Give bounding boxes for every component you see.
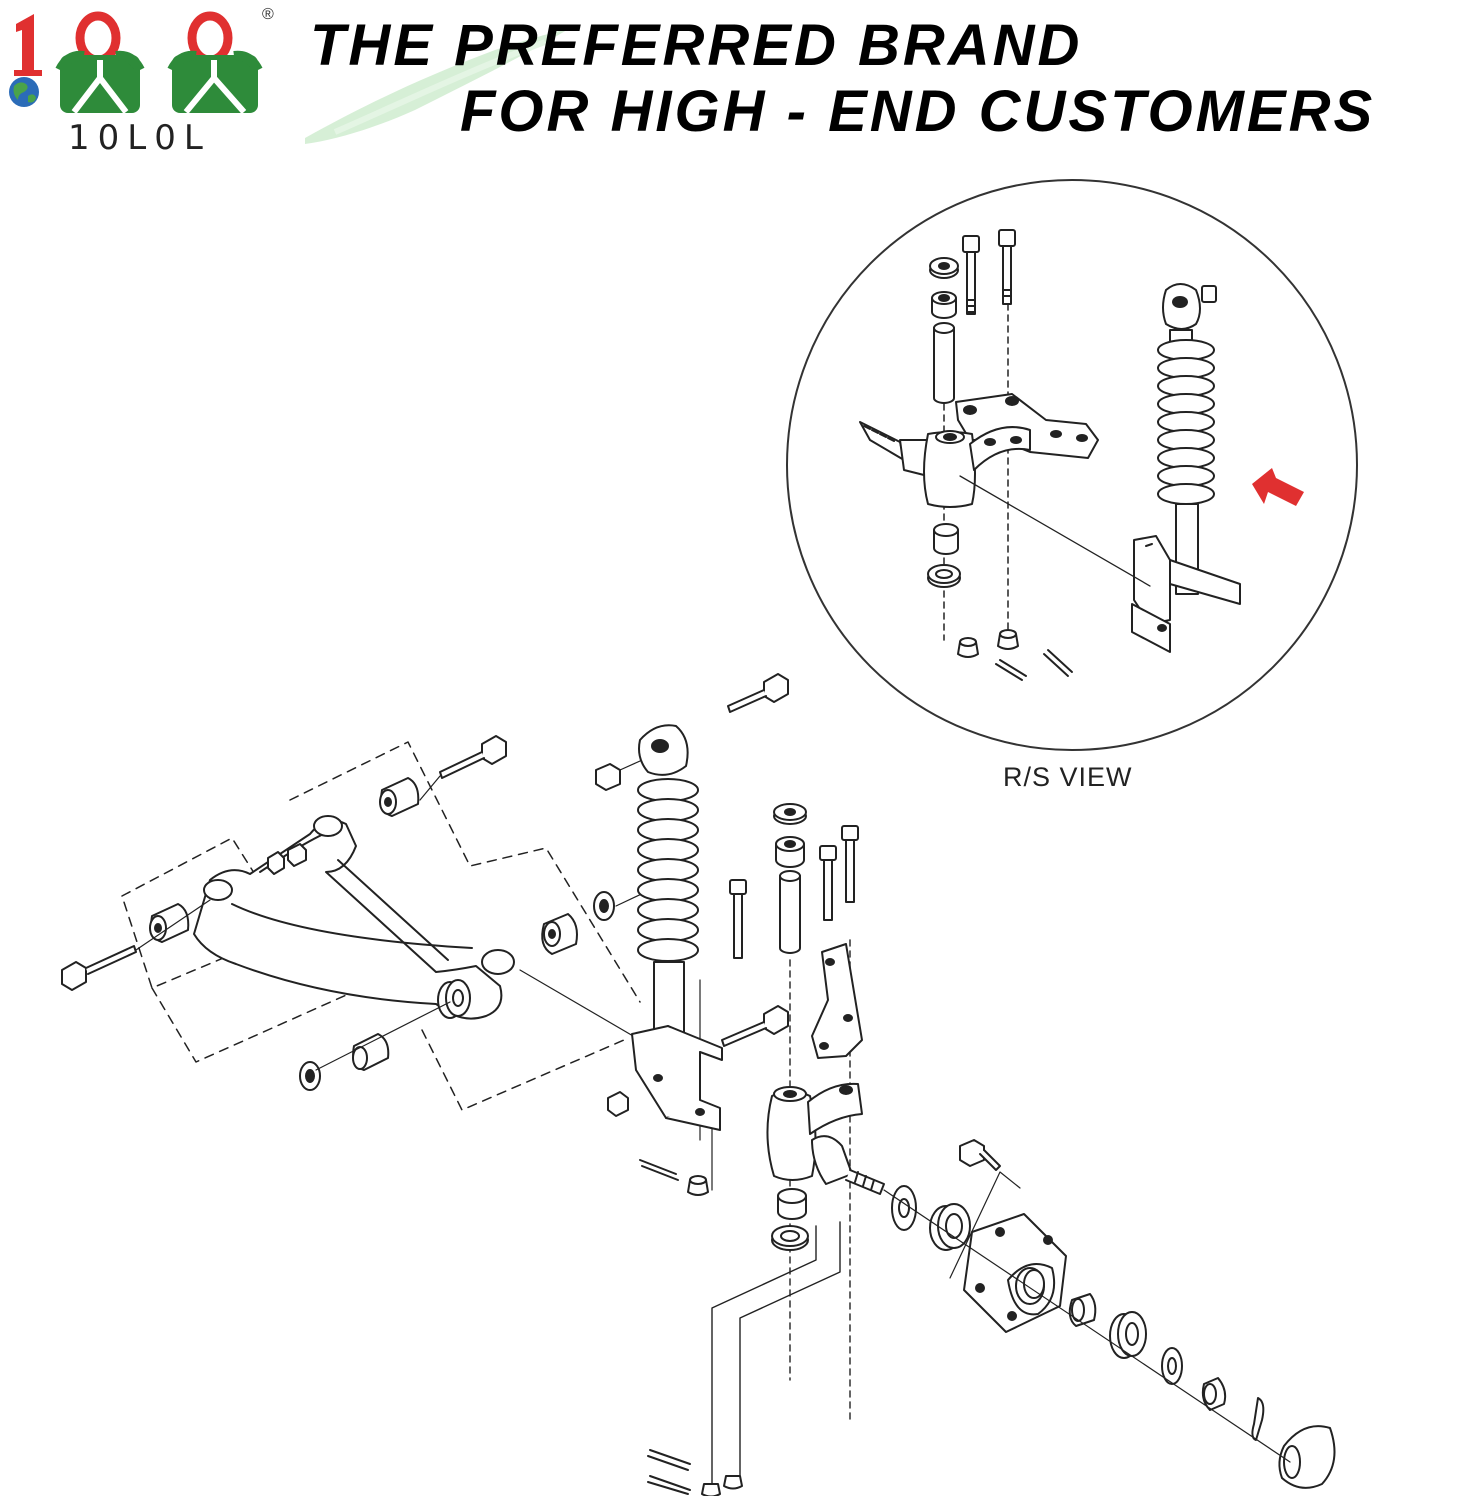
mount-bracket-icon [631,1025,723,1131]
nut-icon [267,843,307,875]
bearing-icon [929,1203,971,1251]
washer-icon [891,1185,917,1231]
mount-bracket-icon [1131,535,1241,653]
bolt-icon [439,735,507,779]
bolt-icon [61,945,137,991]
brush-swash-decoration [305,28,570,144]
headline-line-2: FOR HIGH - END CUSTOMERS [460,79,1376,144]
nut-icon [1201,1377,1227,1411]
washer-icon [773,803,807,825]
globe-icon [9,77,39,107]
headline-line-1: THE PREFERRED BRAND [310,13,1083,78]
registered-mark: ® [262,6,274,23]
dust-seal-icon [927,564,961,588]
highlight-arrow-icon [1252,468,1304,506]
bolt-icon [841,825,859,903]
bolt-icon [819,845,837,921]
cotter-pin-icon [647,1449,691,1495]
cotter-pin-icon [639,1159,679,1181]
bushing-icon [379,777,420,817]
rs-view-inset [786,179,1358,751]
bushing-icon [149,903,190,943]
bolt-icon [962,235,980,315]
bushing-icon [1068,1293,1097,1327]
bushing-icon [775,836,805,868]
washer-icon [299,1061,321,1091]
nut-icon [957,637,979,658]
steering-arm-icon [811,943,863,1059]
bolt-icon [959,1139,1001,1171]
washer-icon [929,257,959,279]
nut-icon [687,1175,709,1196]
brand-logo [9,11,263,114]
washer-icon [1161,1347,1183,1385]
nut-icon [997,629,1019,650]
spindle-icon [859,421,1031,508]
bushing-icon [931,291,957,319]
suspension-exploded-diagram [61,179,1358,1496]
bolt-icon [998,229,1016,305]
washer-icon [593,891,615,921]
bushing-icon [777,1188,807,1220]
logo-wordmark: 10L0L [68,118,211,158]
dust-cap-icon [1278,1425,1336,1489]
sleeve-icon [779,870,801,954]
bearing-icon [1109,1311,1147,1359]
cotter-pin-icon [995,649,1073,681]
washer-icon [437,979,471,1019]
nut-icon [701,1475,743,1496]
nut-icon [607,1091,629,1117]
logo-bag-2 [167,11,263,114]
bushing-icon [933,523,959,555]
hub-icon [949,1171,1067,1333]
logo-numeral-one [14,14,42,76]
dust-seal-icon [771,1225,809,1251]
spindle-icon [766,1082,885,1195]
bolt-icon [721,1005,789,1047]
bolt-icon [729,879,747,959]
shock-absorber-icon [595,724,699,1037]
bushing-icon [541,913,578,955]
cotter-pin-icon [1251,1397,1265,1441]
sleeve-icon [933,322,955,404]
bolt-icon [727,673,789,713]
logo-bag-1 [55,11,145,114]
bushing-icon [352,1033,390,1071]
inset-caption: R/S VIEW [1003,762,1133,792]
